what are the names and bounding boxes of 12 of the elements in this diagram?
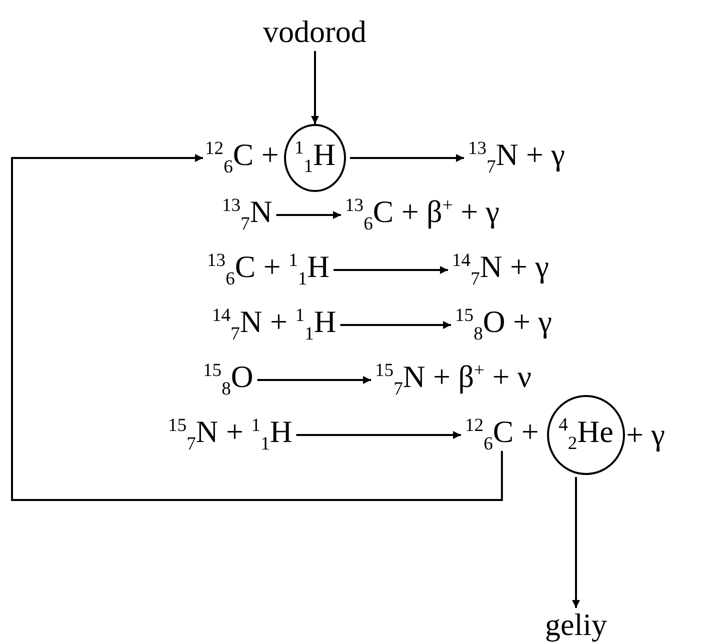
arrow	[572, 477, 580, 608]
label-text: vodorod	[263, 14, 366, 50]
arrow	[340, 321, 451, 329]
arrow	[311, 51, 319, 124]
arrow	[350, 154, 464, 162]
arrow	[296, 431, 461, 439]
equation-term: + γ	[626, 418, 665, 452]
label-text: geliy	[545, 608, 607, 642]
arrow	[334, 266, 448, 274]
arrow	[11, 154, 503, 501]
arrow	[257, 376, 371, 384]
arrow	[276, 211, 341, 219]
